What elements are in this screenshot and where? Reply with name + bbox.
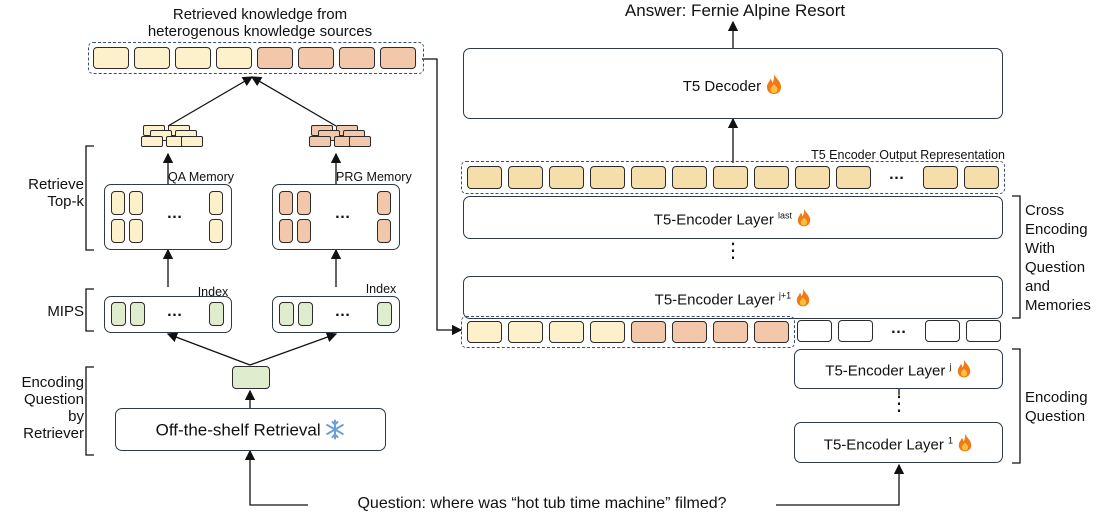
encoder-layer-1: T5-Encoder Layer 1	[794, 422, 1003, 463]
ellipsis: …	[166, 205, 184, 222]
prg-memory-box: …	[272, 184, 400, 250]
knowledge-cell-qa	[93, 47, 129, 69]
knowledge-cell-prg	[298, 47, 334, 69]
qa-memory-box: …	[104, 184, 232, 250]
qa-index-box: …	[104, 296, 232, 333]
encoder-layer-last: T5-Encoder Layer last	[463, 196, 1003, 239]
snowflake-icon	[326, 419, 345, 439]
memory-input-row	[461, 316, 795, 348]
retrieve-topk-label: Retrieve Top-k	[28, 176, 84, 210]
t5-decoder-box: T5 Decoder	[463, 48, 1003, 119]
knowledge-cell-prg	[339, 47, 375, 69]
retriever-label: Off-the-shelf Retrieval	[116, 419, 385, 440]
mips-label: MIPS	[47, 303, 84, 320]
index-label-qa: Index	[197, 285, 229, 299]
fire-icon	[958, 433, 972, 451]
fire-icon	[797, 288, 810, 306]
cross-encoding-label: Cross Encoding With Question and Memorie…	[1025, 202, 1091, 314]
prg-memory-label: PRG Memory	[336, 170, 412, 184]
index-label-prg: Index	[365, 282, 397, 296]
knowledge-cell-prg	[257, 47, 293, 69]
encoder-output-row: …	[461, 161, 1005, 194]
ellipsis: …	[166, 303, 184, 320]
qa-memory-label: QA Memory	[168, 170, 234, 184]
t5-decoder-label: T5 Decoder	[464, 73, 1002, 95]
fire-icon	[767, 73, 782, 94]
encoder-layer-j-plus-1: T5-Encoder Layer j+1	[463, 276, 1003, 319]
encoder-layer-j: T5-Encoder Layer j	[794, 349, 1003, 389]
retrieved-knowledge-title: Retrieved knowledge from heterogenous kn…	[147, 6, 373, 40]
vertical-ellipsis: ⋮	[723, 240, 743, 262]
retriever-box: Off-the-shelf Retrieval	[115, 408, 386, 451]
question-text: Question: where was “hot tub time machin…	[357, 495, 727, 512]
ellipsis: …	[334, 303, 352, 320]
knowledge-cell-qa	[134, 47, 170, 69]
ellipsis: …	[890, 320, 908, 337]
question-embedding	[232, 366, 270, 389]
answer-text: Answer: Fernie Alpine Resort	[624, 1, 846, 20]
knowledge-cell-prg	[380, 47, 416, 69]
retrieved-knowledge-row	[88, 42, 424, 74]
encoding-question-retriever-label: Encoding Question by Retriever	[21, 374, 84, 442]
knowledge-cell-qa	[175, 47, 211, 69]
knowledge-cell-qa	[216, 47, 252, 69]
encoding-question-label: Encoding Question	[1025, 389, 1088, 425]
fire-icon	[957, 359, 970, 378]
ellipsis: …	[334, 205, 352, 222]
encoder-output-label: T5 Encoder Output Representation	[811, 148, 1005, 162]
prg-index-box: …	[272, 296, 400, 333]
ellipsis: …	[888, 166, 906, 183]
vertical-ellipsis: ⋮	[889, 393, 909, 415]
fire-icon	[797, 208, 811, 226]
